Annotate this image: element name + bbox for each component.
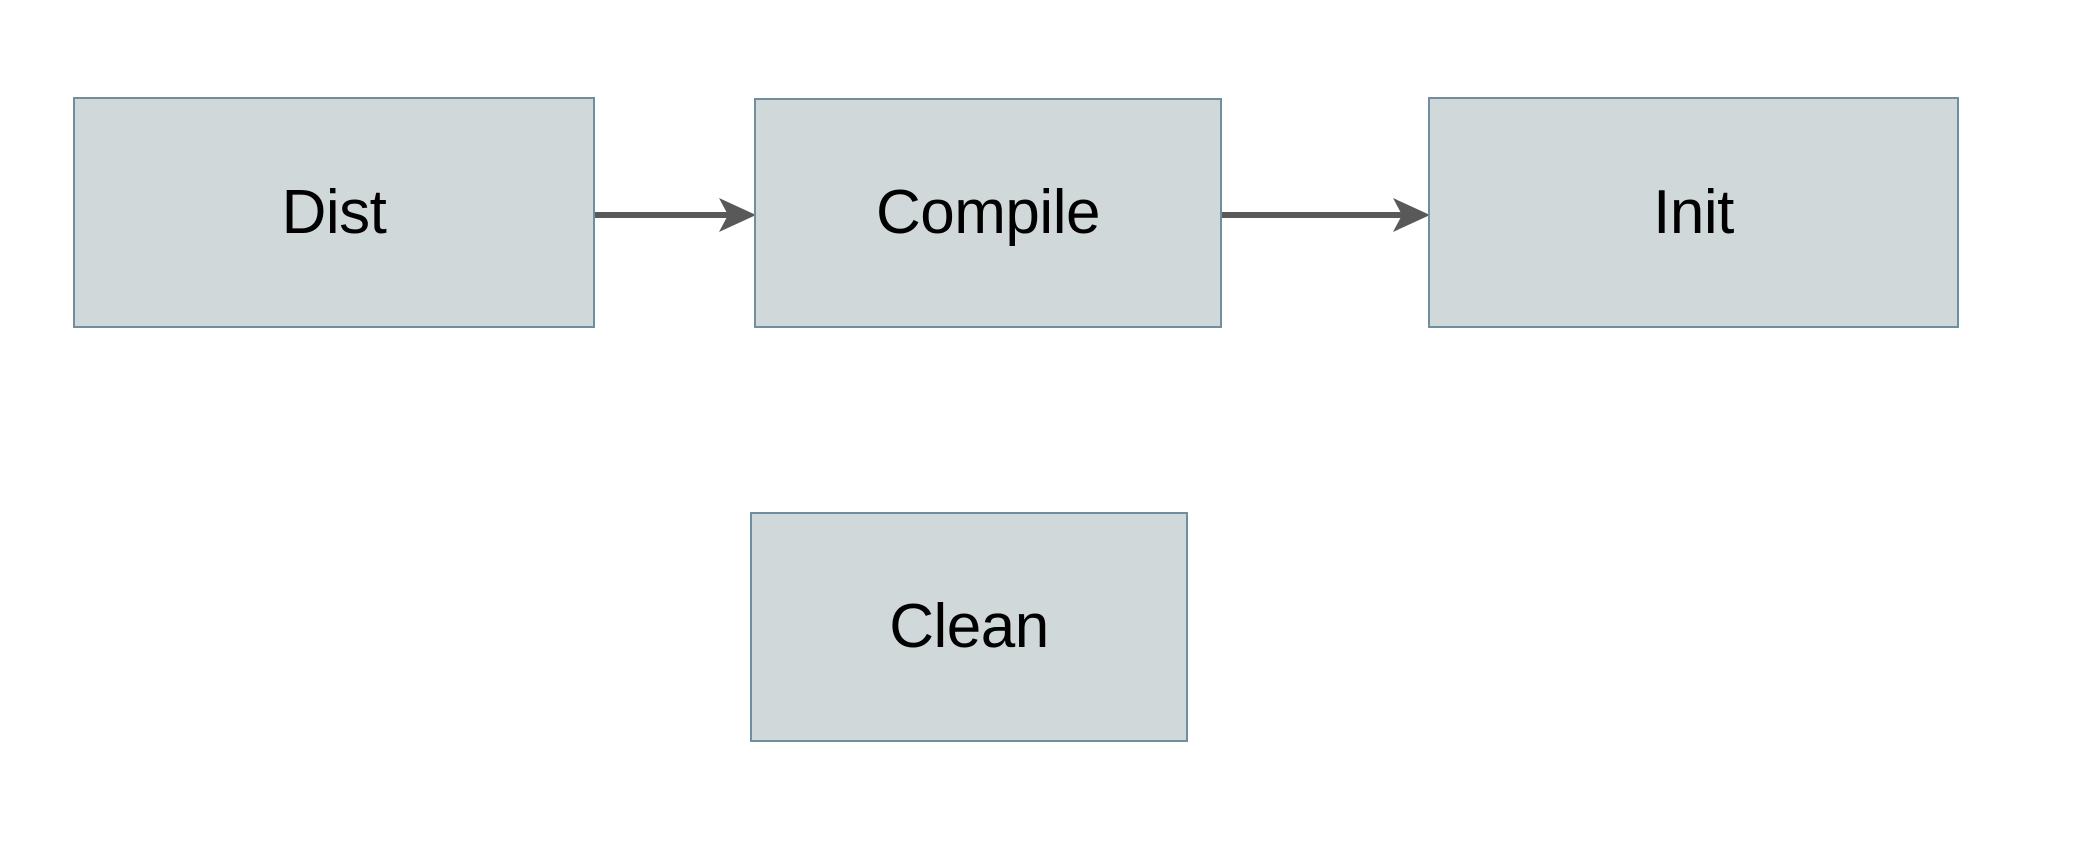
node-init[interactable]: Init [1428, 97, 1959, 328]
node-clean-label: Clean [889, 592, 1049, 661]
arrowhead-icon [1393, 198, 1430, 232]
edge-compile-to-init[interactable] [1220, 194, 1432, 236]
node-init-label: Init [1653, 177, 1734, 247]
edge-dist-to-compile[interactable] [593, 194, 758, 236]
node-dist-label: Dist [281, 177, 387, 247]
arrowhead-icon [719, 198, 756, 232]
node-clean[interactable]: Clean [750, 512, 1188, 742]
node-compile-label: Compile [876, 178, 1100, 247]
node-dist[interactable]: Dist [73, 97, 595, 328]
node-compile[interactable]: Compile [754, 98, 1222, 328]
